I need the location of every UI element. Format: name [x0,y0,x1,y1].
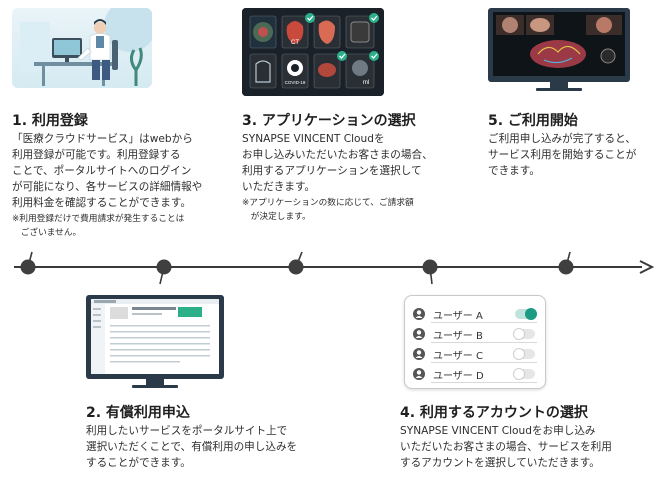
user-d-toggle[interactable] [513,368,535,380]
tile-label-ml: ml [363,80,369,86]
timeline-marker-5 [558,251,574,275]
doctor-illustration [12,8,152,88]
user-row-d: ユーザー D [413,366,537,383]
user-row-a: ユーザー A [413,306,537,323]
timeline-marker-3 [288,251,304,275]
account-selection-card: ユーザー A ユーザー B ユーザー C ユーザー D [404,295,546,389]
process-timeline [14,250,655,290]
user-name: ユーザー A [433,311,483,322]
step-4-title: 4. 利用するアカウントの選択 [400,405,588,421]
workstation-monitor [488,8,630,92]
step-1-title: 1. 利用登録 [12,113,88,129]
step-5-body: ご利用申し込みが完了すると、 サービス利用を開始することが できます。 [488,133,637,177]
user-avatar-icon [413,348,425,360]
user-name: ユーザー C [433,351,483,362]
step-2-body: 利用したいサービスをポータルサイト上で 選択いただくことで、有償利用の申し込みを… [86,425,298,469]
monitor-scan-icon [488,8,630,91]
step-4-body: SYNAPSE VINCENT Cloudをお申し込み いただいたお客さまの場合… [400,425,612,469]
user-avatar-icon [413,328,425,340]
tile-label-ct: CT [291,40,299,46]
user-name: ユーザー B [433,331,483,342]
portal-screen-monitor [86,295,224,391]
user-row-c: ユーザー C [413,346,537,363]
user-avatar-icon [413,368,425,380]
step-3-body: SYNAPSE VINCENT Cloudを お申し込みいただいたお客さまの場合… [242,133,433,193]
step-2-title: 2. 有償利用申込 [86,405,190,421]
tile-label-covid: COVID-19 [285,80,306,85]
user-b-toggle[interactable] [513,328,535,340]
user-a-toggle[interactable] [515,308,537,320]
application-tiles-screen: CT COVID-19 ml [242,8,384,96]
app-tiles-icon: CT COVID-19 ml [242,8,384,96]
portal-page-icon [86,295,224,388]
timeline-marker-4 [422,259,438,285]
user-avatar-icon [413,308,425,320]
step-5-title: 5. ご利用開始 [488,113,578,129]
step-1-body: 「医療クラウドサービス」はwebから 利用登録が可能です。利用登録する ことで、… [12,133,203,209]
timeline-marker-2 [156,259,172,285]
step-3-title: 3. アプリケーションの選択 [242,113,416,129]
timeline-marker-1 [20,251,36,275]
step-1-note: ※利用登録だけで費用請求が発生することは ございません。 [12,214,185,238]
timeline-arrow-icon [639,260,655,274]
step-3-note: ※アプリケーションの数に応じて、ご請求額 が決定します。 [242,198,414,222]
user-name: ユーザー D [433,371,484,382]
user-c-toggle[interactable] [513,348,535,360]
user-row-b: ユーザー B [413,326,537,343]
doctor-at-desk-icon [20,8,152,86]
